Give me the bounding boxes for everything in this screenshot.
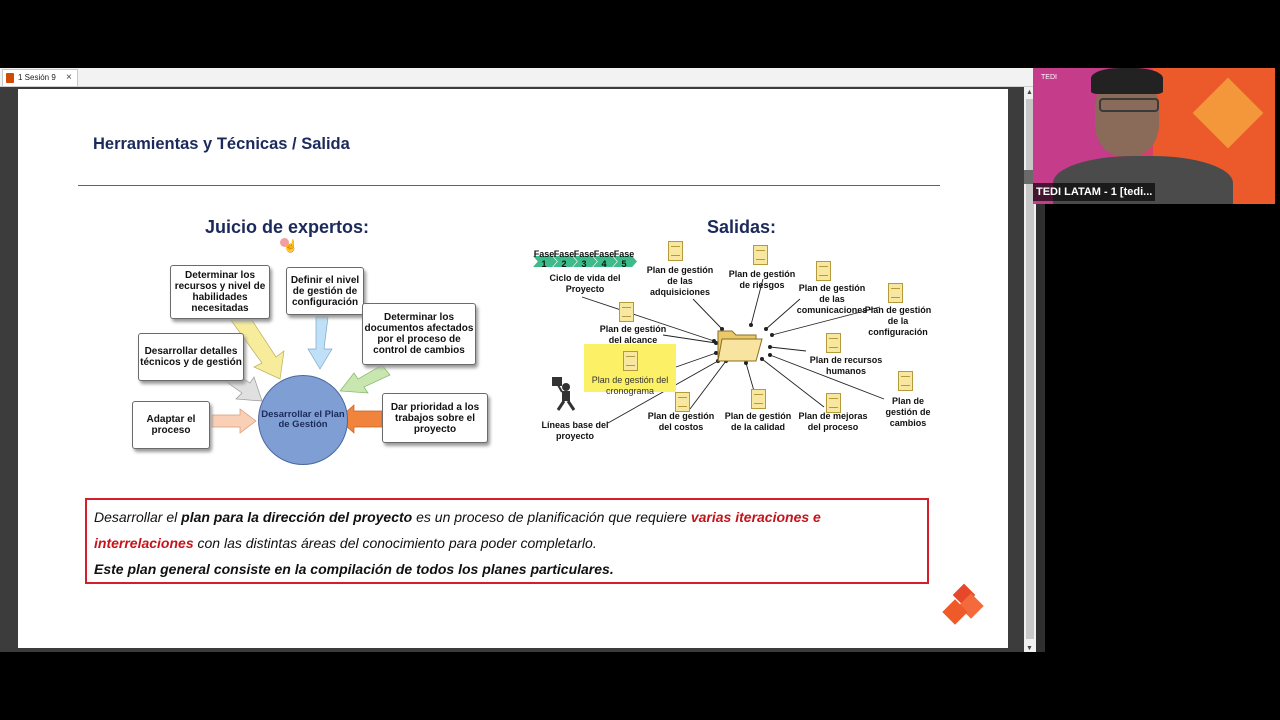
label-ciclo: Ciclo de vida del Proyecto	[549, 273, 621, 294]
label-adquisiciones: Plan de gestión de las adquisiciones	[646, 265, 714, 297]
label-calidad: Plan de gestión de la calidad	[724, 411, 792, 432]
label-riesgos: Plan de gestión de riesgos	[728, 269, 796, 290]
phase-5: Fase 5	[613, 249, 637, 269]
document-icon	[6, 73, 14, 83]
presentation-window: 1 Sesión 9 × Herramientas y Técnicas / S…	[0, 68, 1036, 652]
label-mejoras: Plan de mejoras del proceso	[798, 411, 868, 432]
document-icon	[888, 283, 903, 303]
phase-4: Fase 4	[593, 249, 617, 269]
tedi-brand: TEDI	[1041, 74, 1057, 81]
outputs-heading: Salidas:	[707, 217, 777, 237]
webcam-feed: TEDI TEDI LATAM - 1 [tedi...	[1033, 68, 1275, 204]
document-icon	[898, 371, 913, 391]
close-tab-icon[interactable]: ×	[66, 72, 72, 83]
document-icon	[619, 302, 634, 322]
pointer-highlight	[280, 238, 289, 247]
box-desarrollar-detalles: Desarrollar detalles técnicos y de gesti…	[138, 333, 244, 381]
hand-cursor-icon: ☝	[283, 239, 298, 253]
label-cronograma: Plan de gestión del cronograma	[591, 375, 669, 396]
label-recursos: Plan de recursos humanos	[809, 355, 883, 376]
document-icon	[826, 393, 841, 413]
tab-bar: 1 Sesión 9 ×	[0, 68, 1036, 87]
label-comunicaciones: Plan de gestión de las comunicaciones	[796, 283, 868, 315]
phase-2: Fase 2	[553, 249, 577, 269]
side-panel	[1036, 204, 1045, 652]
label-costos: Plan de gestión del costos	[647, 411, 715, 432]
box-determinar-recursos: Determinar los recursos y nivel de habil…	[170, 265, 270, 319]
diagram-arrows	[211, 278, 885, 434]
participant-glasses	[1099, 98, 1159, 112]
box-determinar-documentos: Determinar los documentos afectados por …	[362, 303, 476, 365]
document-icon	[668, 241, 683, 261]
label-configuracion: Plan de gestión de la configuración	[864, 305, 932, 337]
person-lifting-icon	[552, 377, 578, 411]
label-alcance: Plan de gestión del alcance	[599, 324, 667, 345]
title-divider	[78, 185, 940, 186]
slide-title: Herramientas y Técnicas / Salida	[93, 135, 350, 153]
brand-logo-icon	[940, 583, 988, 631]
tab-label: 1 Sesión 9	[18, 73, 56, 82]
document-icon	[816, 261, 831, 281]
scroll-thumb[interactable]	[1026, 99, 1034, 639]
document-icon	[675, 392, 690, 412]
box-adaptar-proceso: Adaptar el proceso	[132, 401, 210, 449]
participant-hair	[1091, 68, 1163, 94]
scroll-down-icon[interactable]: ▼	[1026, 645, 1033, 652]
center-plan-gestion: Desarrollar el Plan de Gestión	[258, 375, 348, 465]
label-cambios: Plan de gestión de cambios	[885, 396, 931, 428]
phase-1: Fase 1	[533, 249, 557, 269]
note-box: Desarrollar el plan para la dirección de…	[85, 498, 929, 584]
box-dar-prioridad: Dar prioridad a los trabajos sobre el pr…	[382, 393, 488, 443]
document-icon	[826, 333, 841, 353]
slide: Herramientas y Técnicas / Salida Juicio …	[18, 89, 1008, 648]
note-line-2: interrelaciones con las distintas áreas …	[94, 535, 597, 551]
vertical-scrollbar[interactable]: ▲ ▼	[1024, 87, 1036, 652]
label-lineas-base: Líneas base del proyecto	[541, 420, 609, 441]
document-icon	[751, 389, 766, 409]
document-icon	[623, 351, 638, 371]
note-line-3: Este plan general consiste en la compila…	[94, 561, 614, 577]
slide-viewer: Herramientas y Técnicas / Salida Juicio …	[0, 87, 1036, 652]
document-icon	[753, 245, 768, 265]
participant-name: TEDI LATAM - 1 [tedi...	[1033, 183, 1156, 201]
tab-session[interactable]: 1 Sesión 9 ×	[2, 69, 78, 86]
phase-3: Fase 3	[573, 249, 597, 269]
scroll-up-icon[interactable]: ▲	[1026, 89, 1033, 96]
note-line-1: Desarrollar el plan para la dirección de…	[94, 509, 821, 525]
box-definir-nivel: Definir el nivel de gestión de configura…	[286, 267, 364, 315]
expert-heading: Juicio de expertos:	[205, 217, 370, 237]
folder-icon	[716, 325, 763, 362]
